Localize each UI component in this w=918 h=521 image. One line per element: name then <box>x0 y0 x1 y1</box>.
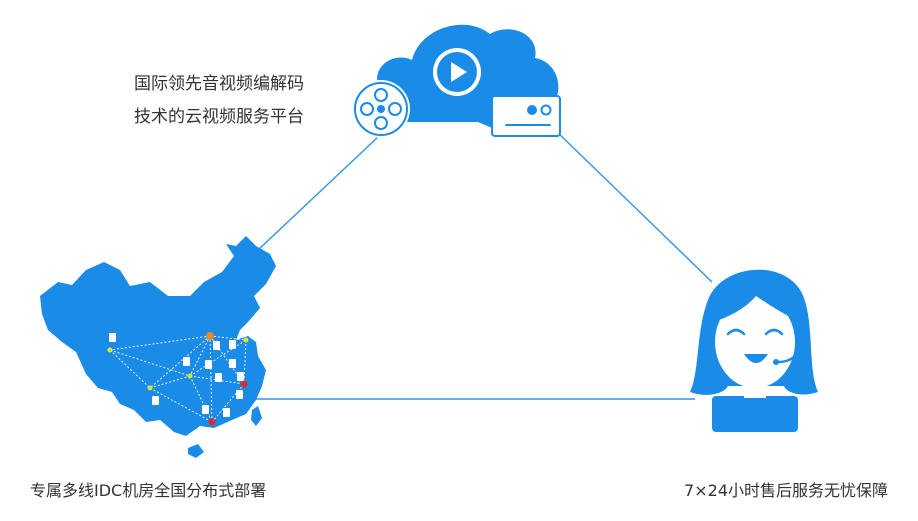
node-dot <box>208 418 216 426</box>
support-agent-icon <box>690 269 818 432</box>
headset-mic-tip <box>773 359 779 365</box>
server-icon <box>183 357 190 366</box>
cloud-caption-line2: 技术的云视频服务平台 <box>134 107 304 127</box>
china-map <box>40 236 276 458</box>
server-icon <box>215 373 222 382</box>
play-icon <box>433 48 481 96</box>
cloud-caption: 国际领先音视频编解码 技术的云视频服务平台 <box>134 68 304 134</box>
server-icon <box>109 333 116 342</box>
hainan-island <box>188 444 204 458</box>
node-dot <box>240 380 248 388</box>
cloud-caption-line1: 国际领先音视频编解码 <box>134 74 304 94</box>
map-caption: 专属多线IDC机房全国分布式部署 <box>30 481 267 500</box>
taiwan-island <box>251 406 262 426</box>
server-icon <box>229 359 236 368</box>
server-icon <box>213 341 220 350</box>
map-shape <box>40 236 276 436</box>
connector-lines <box>255 129 713 400</box>
node-dot <box>187 373 193 379</box>
node-dot <box>243 337 249 343</box>
server-icon <box>223 408 230 417</box>
headset-mic-icon <box>776 344 802 364</box>
agent-body <box>712 396 798 432</box>
node-dot <box>147 385 153 391</box>
agent-mouth <box>744 354 768 363</box>
agent-eye-right <box>764 328 784 336</box>
cloud-platform <box>352 24 561 138</box>
server-icon <box>229 340 236 349</box>
server-icon <box>152 396 159 405</box>
agent-neck <box>744 384 766 398</box>
video-camera-icon <box>478 95 561 137</box>
server-icon <box>237 372 244 381</box>
agent-eye-left <box>726 328 746 336</box>
agent-bangs <box>712 279 799 322</box>
server-icon <box>236 390 243 399</box>
line-cloud-to-support <box>554 129 713 283</box>
server-icon <box>202 405 209 414</box>
node-dot <box>107 347 113 353</box>
server-icon <box>205 360 212 369</box>
server-icons <box>109 333 244 417</box>
headset-earpiece-right <box>796 328 806 348</box>
film-reel-icon <box>352 80 410 138</box>
line-cloud-to-map <box>257 136 379 251</box>
node-dot <box>206 332 214 340</box>
agent-face <box>715 296 795 388</box>
headset-earpiece-left <box>704 328 714 348</box>
network-nodes <box>107 332 249 426</box>
support-caption: 7×24小时售后服务无忧保障 <box>684 481 888 500</box>
network-links <box>109 335 247 423</box>
